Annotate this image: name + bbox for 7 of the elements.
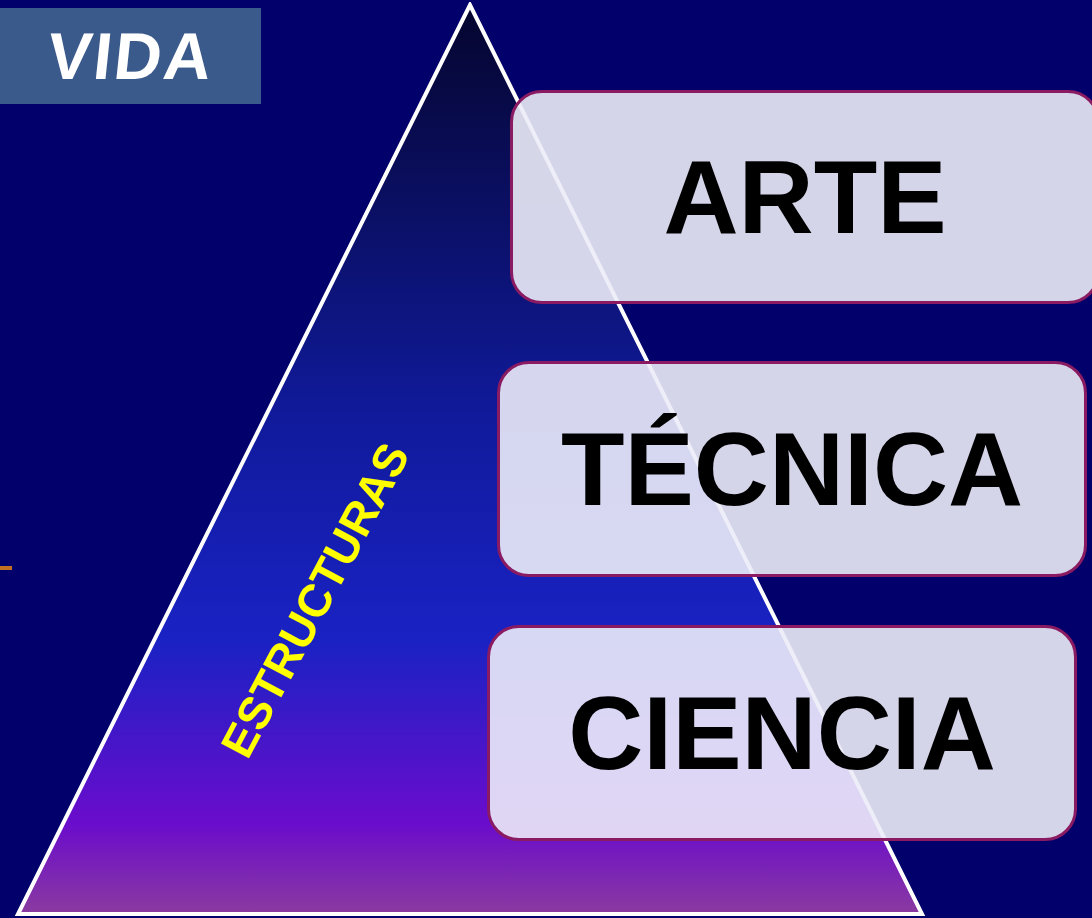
level-box: [497, 361, 1087, 577]
level-label: ARTE: [663, 145, 947, 249]
level-label: CIENCIA: [568, 681, 996, 785]
level-box: [510, 90, 1092, 304]
level-box: [487, 625, 1077, 841]
title-tag: [0, 8, 261, 104]
title-text: VIDA: [43, 18, 218, 94]
